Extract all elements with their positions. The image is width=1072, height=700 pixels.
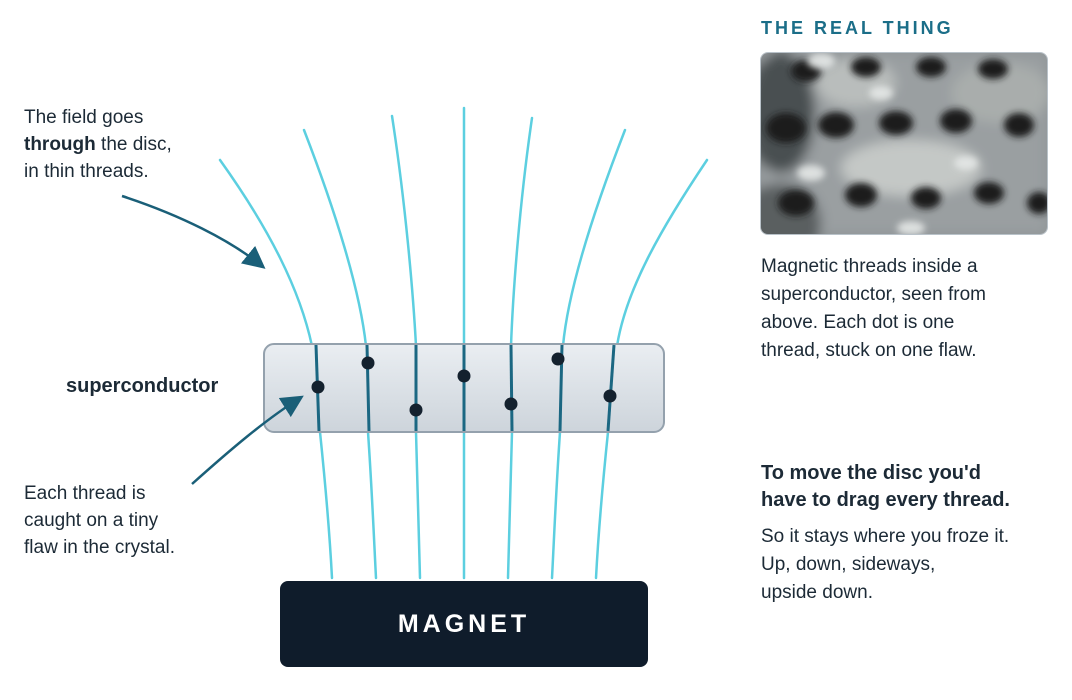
field-line-3-bottom: [414, 430, 422, 580]
photo-caption-line2: superconductor, seen from: [761, 284, 986, 305]
summary-body-line2: Up, down, sideways,: [761, 554, 936, 575]
flaw-caption-line2: caught on a tiny: [24, 510, 159, 531]
field-line-7-bottom: [594, 430, 610, 580]
flaw-caption: Each thread is caught on a tiny flaw in …: [24, 480, 234, 561]
pin-dot-icon: [551, 352, 565, 366]
pin-dots: [311, 352, 617, 417]
field-line-2-bottom: [366, 430, 378, 580]
flaw-caption-line3: flaw in the crystal.: [24, 537, 175, 558]
field-caption-line2: the disc,: [101, 134, 172, 155]
magnet-label: MAGNET: [397, 609, 531, 638]
field-line-1-top: [218, 158, 314, 348]
field-line-5-top: [509, 116, 534, 348]
field-caption-line1: The field goes: [24, 107, 144, 128]
pin-dot-icon: [603, 389, 617, 403]
field-caption-emphasis: through: [24, 134, 96, 155]
pin-dot-icon: [361, 356, 375, 370]
field-caption: The field goes through the disc, in thin…: [24, 104, 254, 185]
pin-dot-icon: [457, 369, 471, 383]
summary-body-line3: upside down.: [761, 582, 873, 603]
pin-dot-icon: [311, 380, 325, 394]
real-thing-heading: THE REAL THING: [761, 18, 954, 38]
summary-title-line1: To move the disc you'd: [761, 462, 981, 484]
field-line-3-top: [390, 114, 418, 348]
flaw-arrow-icon: [191, 395, 304, 485]
field-line-1-bottom: [318, 430, 334, 580]
photo-caption-line3: above. Each dot is one: [761, 312, 955, 333]
pin-dot-icon: [504, 397, 518, 411]
summary-title-line2: have to drag every thread.: [761, 489, 1010, 511]
thread-7: [606, 344, 616, 432]
summary-body-line1: So it stays where you froze it.: [761, 526, 1010, 547]
summary-body: So it stays where you froze it. Up, down…: [761, 523, 1066, 607]
field-caption-line3: in thin threads.: [24, 161, 149, 182]
field-arrow-icon: [121, 194, 266, 269]
pin-dot-icon: [409, 403, 423, 417]
superconductor-label: superconductor: [66, 375, 219, 397]
field-line-6-top: [561, 128, 627, 348]
summary-title: To move the disc you'd have to drag ever…: [761, 460, 1061, 514]
field-line-2-top: [302, 128, 368, 348]
field-lines: [218, 106, 709, 580]
field-line-5-bottom: [506, 430, 514, 580]
field-line-6-bottom: [550, 430, 562, 580]
photo-caption-line1: Magnetic threads inside a: [761, 256, 978, 277]
photo-caption: Magnetic threads inside a superconductor…: [761, 253, 1041, 365]
thread-5: [509, 344, 514, 432]
photo-caption-line4: thread, stuck on one flaw.: [761, 340, 977, 361]
magnet: MAGNET: [280, 581, 648, 667]
flaw-caption-line1: Each thread is: [24, 483, 146, 504]
field-line-7-top: [615, 158, 709, 348]
vortex-lattice-photo: [760, 52, 1048, 235]
